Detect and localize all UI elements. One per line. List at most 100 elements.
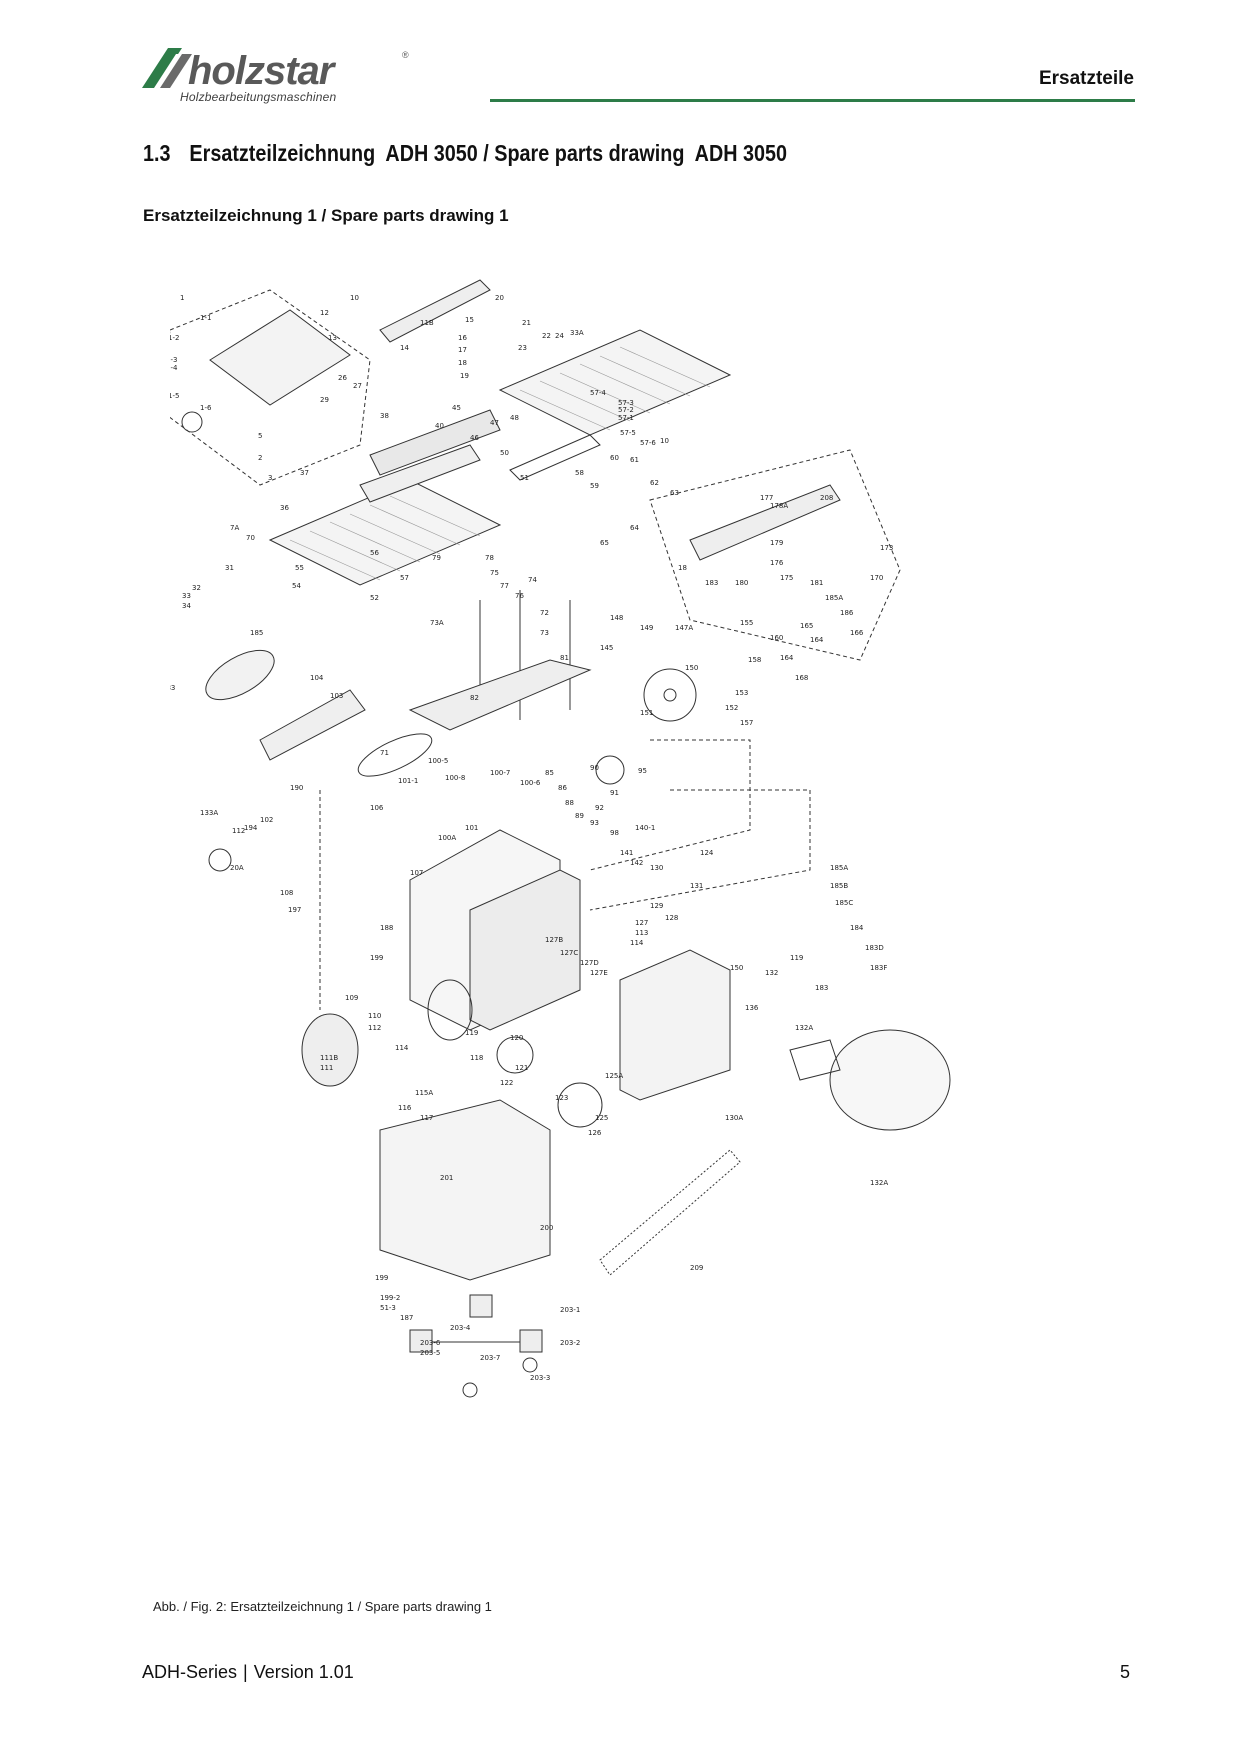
svg-text:51-3: 51-3 [380,1304,396,1312]
header-rule [490,99,1135,102]
svg-text:120: 120 [510,1034,523,1042]
svg-text:57-1: 57-1 [618,414,634,422]
header-section-label: Ersatzteile [1038,68,1134,89]
svg-text:64: 64 [630,524,639,532]
svg-text:61: 61 [630,456,639,464]
svg-text:127D: 127D [580,959,599,967]
svg-text:33A: 33A [570,329,584,337]
svg-text:10: 10 [660,437,669,445]
svg-text:14: 14 [400,344,409,352]
svg-text:100-6: 100-6 [520,779,541,787]
svg-text:15: 15 [465,316,474,324]
svg-text:166: 166 [850,629,864,637]
svg-text:199: 199 [370,954,383,962]
frame-side-panel [469,869,581,1031]
svg-text:109: 109 [345,994,358,1002]
svg-text:37: 37 [300,469,309,477]
svg-text:85: 85 [545,769,554,777]
registered-mark: ® [402,50,409,60]
svg-text:91: 91 [610,789,619,797]
svg-text:63: 63 [670,489,679,497]
svg-text:168: 168 [795,674,808,682]
svg-text:199-2: 199-2 [380,1294,400,1302]
svg-text:20A: 20A [230,864,244,872]
svg-text:2: 2 [258,454,262,462]
svg-text:18: 18 [458,359,467,367]
svg-text:197: 197 [288,906,301,914]
holzstar-logo-mark: holzstar ® [142,48,409,92]
svg-text:56: 56 [370,549,379,557]
cutter-block [369,409,501,476]
svg-text:127B: 127B [545,936,563,944]
svg-text:181: 181 [810,579,823,587]
svg-text:132A: 132A [795,1024,813,1032]
svg-text:185A: 185A [825,594,843,602]
svg-text:58: 58 [575,469,584,477]
chip-hose [205,649,275,701]
svg-text:26: 26 [338,374,347,382]
svg-text:165: 165 [800,622,813,630]
svg-text:158: 158 [748,656,761,664]
svg-text:19: 19 [460,372,469,380]
svg-text:47: 47 [490,419,499,427]
svg-text:86: 86 [558,784,567,792]
stand-cabinet [379,1099,551,1281]
svg-text:52: 52 [370,594,379,602]
svg-text:54: 54 [292,582,301,590]
svg-text:107: 107 [410,869,423,877]
svg-text:75: 75 [490,569,499,577]
svg-text:184: 184 [850,924,864,932]
svg-text:62: 62 [650,479,659,487]
svg-text:185C: 185C [835,899,853,907]
leader-line-2 [589,789,811,911]
svg-text:152: 152 [725,704,738,712]
svg-text:132A: 132A [870,1179,888,1187]
logo-slash-green [142,48,182,88]
svg-text:72: 72 [540,609,549,617]
svg-text:127E: 127E [590,969,608,977]
svg-text:57-4: 57-4 [590,389,606,397]
table-grooves [289,346,711,581]
svg-text:208: 208 [820,494,833,502]
upper-rail [379,279,491,343]
svg-text:185B: 185B [830,882,848,890]
main-motor [829,1029,951,1131]
fence-group-outline [649,449,901,661]
brand-logo: holzstar ® Holzbearbeitungsmaschinen [140,44,412,106]
svg-text:92: 92 [595,804,604,812]
svg-text:90: 90 [590,764,599,772]
svg-text:133A: 133A [200,809,218,817]
motor-housing [427,979,473,1041]
svg-text:65: 65 [600,539,609,547]
svg-text:57-2: 57-2 [618,406,634,414]
infeed-table [268,479,502,586]
svg-text:100-8: 100-8 [445,774,465,782]
svg-text:79: 79 [432,554,441,562]
svg-text:18: 18 [678,564,687,572]
svg-text:116: 116 [398,1104,412,1112]
footer-version: Version 1.01 [253,1662,354,1682]
side-cover [619,949,731,1101]
svg-text:112: 112 [232,827,245,835]
svg-text:48: 48 [510,414,519,422]
svg-text:203-7: 203-7 [480,1354,500,1362]
svg-text:1-1: 1-1 [200,314,211,322]
subsection-heading: Ersatzteilzeichnung 1 / Spare parts draw… [143,206,509,225]
svg-text:150: 150 [730,964,743,972]
svg-text:102: 102 [260,816,273,824]
svg-text:16: 16 [458,334,467,342]
svg-text:155: 155 [740,619,753,627]
outfeed-table [498,329,732,436]
svg-text:150: 150 [685,664,698,672]
svg-text:170: 170 [870,574,883,582]
leader-line-1 [589,739,751,871]
svg-text:57-5: 57-5 [620,429,636,437]
svg-text:93: 93 [590,819,599,827]
svg-text:145: 145 [600,644,613,652]
svg-text:3: 3 [268,474,272,482]
svg-text:57: 57 [400,574,409,582]
svg-text:209: 209 [690,1264,703,1272]
svg-text:127C: 127C [560,949,578,957]
svg-text:7A: 7A [230,524,239,532]
svg-text:111: 111 [320,1064,333,1072]
